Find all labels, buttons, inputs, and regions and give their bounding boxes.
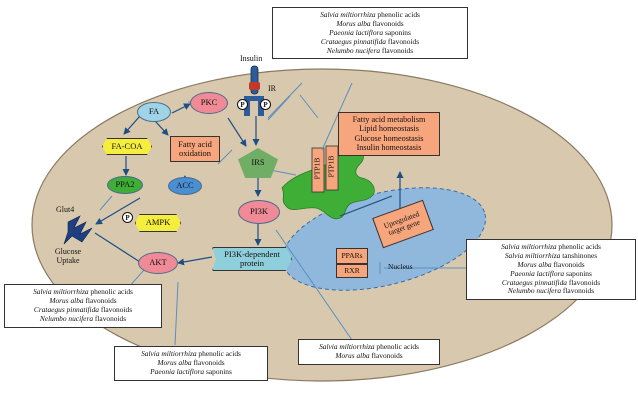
compound-class: flavonoids <box>369 350 403 360</box>
compound-class: saponins <box>204 366 232 376</box>
species-name: Salvia miltiorrhiza <box>320 10 376 19</box>
glut4-label: Glut4 <box>56 205 75 214</box>
fa-coa-node: FA-COA <box>102 138 152 155</box>
compound-class: tanshinones <box>560 250 598 260</box>
fatty-acid-oxidation-node: Fatty acid oxidation <box>170 136 220 162</box>
species-name: Nelumbo nucifera <box>326 45 381 55</box>
ppa2-node: PPA2 <box>107 176 143 194</box>
glucose-uptake-label: Glucose Uptake <box>54 247 82 265</box>
function-line: Fatty acid metabolism <box>352 115 426 124</box>
compound-class: flavonoids <box>370 18 404 28</box>
ampk-node: AMPK <box>135 214 181 232</box>
compound-line: Salvia miltiorrhiza phenolic acids <box>277 10 463 20</box>
species-name: Morus alba <box>336 18 371 28</box>
species-name: Salvia miltiorrhiza <box>319 342 375 351</box>
pi3k-node: PI3K <box>238 200 280 224</box>
compound-class: flavonoids <box>93 313 127 323</box>
compound-line: Morus alba flavonoids <box>471 259 631 270</box>
phospho-ampk: P <box>122 212 133 223</box>
compound-line: Salvia miltiorrhiza tanshinones <box>471 250 631 261</box>
species-name: Salvia miltiorrhiza <box>501 242 557 251</box>
species-name: Morus alba <box>517 259 552 269</box>
compound-class: flavonoids <box>561 286 595 296</box>
function-outcome-box: Fatty acid metabolism Lipid homeostasis … <box>338 112 440 156</box>
function-line: Glucose homeostasis <box>354 133 424 143</box>
rxr-node: RXR <box>336 264 368 278</box>
compound-line: Nelumbo nucifera flavonoids <box>9 313 157 324</box>
pi3k-dependent-protein-node: PI3K-dependent protein <box>212 247 292 271</box>
species-name: Crataegus pinnatifida <box>320 36 387 46</box>
nucleus-label: Nucleus <box>388 262 413 271</box>
pparg-node: PPARs <box>336 248 368 264</box>
species-name: Morus alba <box>49 295 84 305</box>
species-name: Nelumbo nucifera <box>507 286 562 296</box>
compound-line: Paeonia lactiflora saponins <box>471 268 631 279</box>
species-name: Nelumbo nucifera <box>39 313 94 323</box>
species-name: Paeonia lactiflora <box>329 27 384 37</box>
compound-class: saponins <box>383 27 411 37</box>
acc-node: ACC <box>168 177 202 195</box>
compound-line: Salvia miltiorrhiza phenolic acids <box>119 349 263 359</box>
species-name: Salvia miltiorrhiza <box>504 250 561 260</box>
compound-class: phenolic acids <box>374 342 419 351</box>
compound-line: Nelumbo nucifera flavonoids <box>471 286 631 296</box>
compound-line: Salvia miltiorrhiza phenolic acids <box>471 242 631 252</box>
ptp1b-label-b: PTP1B <box>326 155 336 178</box>
compound-class: phenolic acids <box>375 10 420 19</box>
compound-class: flavonoids <box>551 259 585 269</box>
compound-line: Salvia miltiorrhiza phenolic acids <box>303 342 435 352</box>
compound-line: Paeonia lactiflora saponins <box>119 366 263 377</box>
species-name: Salvia miltiorrhiza <box>33 287 89 296</box>
glut4-transporter <box>63 215 93 245</box>
compound-line: Crataegus pinnatifida flavonoids <box>277 36 463 47</box>
compound-class: flavonoids <box>380 45 414 55</box>
compound-class: phenolic acids <box>88 287 133 296</box>
compound-line: Morus alba flavonoids <box>277 18 463 29</box>
compound-line: Morus alba flavonoids <box>9 295 157 306</box>
compound-class: flavonoids <box>191 357 225 367</box>
compound-line: Morus alba flavonoids <box>119 357 263 368</box>
species-name: Crataegus pinnatifida <box>33 304 100 314</box>
insulin-label: Insulin <box>240 54 263 63</box>
compound-line: Paeonia lactiflora saponins <box>277 27 463 38</box>
species-name: Paeonia lactiflora <box>510 268 565 278</box>
function-line: Lipid homeostasis <box>359 124 419 134</box>
species-name: Morus alba <box>157 357 192 367</box>
ir-label: IR <box>268 84 276 93</box>
endoplasmic-reticulum <box>281 145 375 220</box>
compound-line: Salvia miltiorrhiza phenolic acids <box>9 287 157 297</box>
ptp1b-label-a: PTP1B <box>312 157 322 180</box>
compound-line: Crataegus pinnatifida flavonoids <box>471 277 631 288</box>
species-name: Morus alba <box>335 350 370 360</box>
compound-class: phenolic acids <box>196 349 241 358</box>
pkc-node: PKC <box>190 92 228 114</box>
compound-line: Morus alba flavonoids <box>303 350 435 361</box>
species-name: Crataegus pinnatifida <box>501 277 568 287</box>
activation-arrows <box>94 103 404 266</box>
species-name: Paeonia lactiflora <box>150 366 205 376</box>
species-name: Salvia miltiorrhiza <box>141 349 197 358</box>
compound-class: flavonoids <box>386 36 420 46</box>
phospho-ir-left: P <box>237 99 248 110</box>
compound-line: Nelumbo nucifera flavonoids <box>277 45 463 56</box>
compound-class: flavonoids <box>567 277 601 287</box>
compound-class: saponins <box>564 268 592 278</box>
compound-class: phenolic acids <box>556 242 601 251</box>
inhibitor-lines <box>99 82 466 346</box>
akt-node: AKT <box>138 252 178 274</box>
compound-class: flavonoids <box>99 304 133 314</box>
compound-line: Crataegus pinnatifida flavonoids <box>9 304 157 315</box>
function-line: Insulin homeostasis <box>356 143 422 153</box>
compound-class: flavonoids <box>83 295 117 305</box>
fa-node: FA <box>137 102 171 122</box>
phospho-ir-right: P <box>260 99 271 110</box>
